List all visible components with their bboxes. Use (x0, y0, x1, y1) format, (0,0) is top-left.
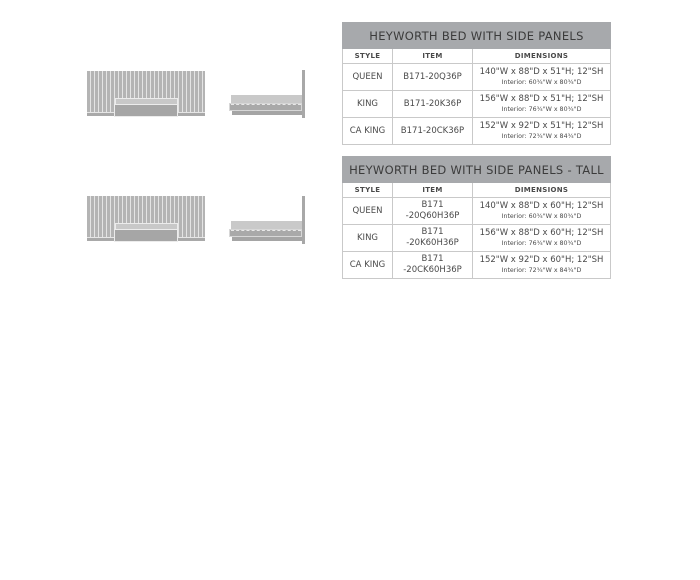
bed-side-elevation-drawing (229, 70, 309, 118)
bed-side-elevation-tall-drawing (229, 196, 309, 244)
table-row: CA KING B171-20CK36P 152"W x 92"D x 51"H… (342, 117, 612, 145)
column-header-dimensions: DIMENSIONS (471, 48, 612, 64)
side-frame (229, 229, 302, 237)
style-cell: KING (342, 224, 393, 252)
dimensions-cell: 152"W x 92"D x 60"H; 12"SH Interior: 72¾"… (472, 251, 611, 279)
mattress (115, 98, 178, 105)
table-title: HEYWORTH BED WITH SIDE PANELS (341, 22, 612, 49)
table-row: KING B171-20K60H36P 156"W x 88"D x 60"H;… (342, 224, 611, 252)
interior-dimensions: Interior: 60¾"W x 80¾"D (501, 213, 582, 220)
spec-table-side-panels-tall: HEYWORTH BED WITH SIDE PANELS - TALL STY… (342, 156, 611, 279)
dashed-line (231, 104, 301, 105)
interior-dimensions: Interior: 72¾"W x 84¾"D (501, 133, 582, 140)
table-title: HEYWORTH BED WITH SIDE PANELS - TALL (342, 156, 611, 183)
dashed-line (231, 230, 301, 231)
style-cell: CA KING (342, 117, 393, 145)
item-cell: B171-20Q36P (392, 63, 473, 91)
dimensions-cell: 156"W x 88"D x 51"H; 12"SH Interior: 76¾"… (471, 90, 612, 118)
column-header-style: STYLE (342, 48, 393, 64)
item-cell: B171-20CK36P (392, 117, 473, 145)
dimensions: 140"W x 88"D x 60"H; 12"SH (479, 201, 604, 211)
interior-dimensions: Interior: 76¾"W x 80¾"D (501, 240, 582, 247)
bed-frame (114, 229, 178, 242)
item-line-2: -20K60H36P (406, 238, 459, 248)
spec-table-side-panels: HEYWORTH BED WITH SIDE PANELS STYLE ITEM… (341, 22, 612, 145)
side-rail (232, 111, 302, 115)
item-cell: B171-20CK60H36P (392, 251, 473, 279)
style-cell: CA KING (342, 251, 393, 279)
table-row: QUEEN B171-20Q36P 140"W x 88"D x 51"H; 1… (342, 63, 612, 91)
mattress (231, 221, 302, 229)
interior-dimensions: Interior: 76¾"W x 80¾"D (501, 106, 582, 113)
interior-dimensions: Interior: 60¾"W x 80¾"D (501, 79, 582, 86)
dimensions: 152"W x 92"D x 60"H; 12"SH (479, 255, 604, 265)
item-line-2: -20Q60H36P (405, 211, 460, 221)
headboard-post (302, 196, 305, 244)
mattress (231, 95, 302, 103)
dimensions: 156"W x 88"D x 51"H; 12"SH (479, 94, 604, 104)
side-frame (229, 103, 302, 111)
item-cell: B171-20Q60H36P (392, 197, 473, 225)
table-row: CA KING B171-20CK60H36P 152"W x 92"D x 6… (342, 251, 611, 279)
mattress (115, 223, 178, 230)
dimensions-cell: 140"W x 88"D x 60"H; 12"SH Interior: 60¾"… (472, 197, 611, 225)
dimensions: 140"W x 88"D x 51"H; 12"SH (479, 67, 604, 77)
column-header-item: ITEM (392, 182, 473, 198)
item-cell: B171-20K60H36P (392, 224, 473, 252)
style-cell: QUEEN (342, 63, 393, 91)
table-row: KING B171-20K36P 156"W x 88"D x 51"H; 12… (342, 90, 612, 118)
dimensions: 156"W x 88"D x 60"H; 12"SH (479, 228, 604, 238)
column-header-dimensions: DIMENSIONS (472, 182, 611, 198)
item-line-1: B171 (421, 227, 444, 237)
side-rail (232, 237, 302, 241)
interior-dimensions: Interior: 72¾"W x 84¾"D (501, 267, 582, 274)
dimensions-cell: 156"W x 88"D x 60"H; 12"SH Interior: 76¾"… (472, 224, 611, 252)
style-cell: KING (342, 90, 393, 118)
table-row: QUEEN B171-20Q60H36P 140"W x 88"D x 60"H… (342, 197, 611, 225)
bed-front-elevation-tall-drawing (87, 196, 205, 242)
dimensions-cell: 140"W x 88"D x 51"H; 12"SH Interior: 60¾"… (471, 63, 612, 91)
bed-frame (114, 104, 178, 117)
headboard-post (302, 70, 305, 118)
item-line-1: B171 (421, 200, 444, 210)
item-cell: B171-20K36P (392, 90, 473, 118)
bed-front-elevation-drawing (87, 71, 205, 117)
dimensions: 152"W x 92"D x 51"H; 12"SH (479, 121, 604, 131)
style-cell: QUEEN (342, 197, 393, 225)
dimensions-cell: 152"W x 92"D x 51"H; 12"SH Interior: 72¾"… (471, 117, 612, 145)
column-header-style: STYLE (342, 182, 393, 198)
column-header-item: ITEM (392, 48, 473, 64)
item-line-1: B171 (421, 254, 444, 264)
item-line-2: -20CK60H36P (403, 265, 462, 275)
